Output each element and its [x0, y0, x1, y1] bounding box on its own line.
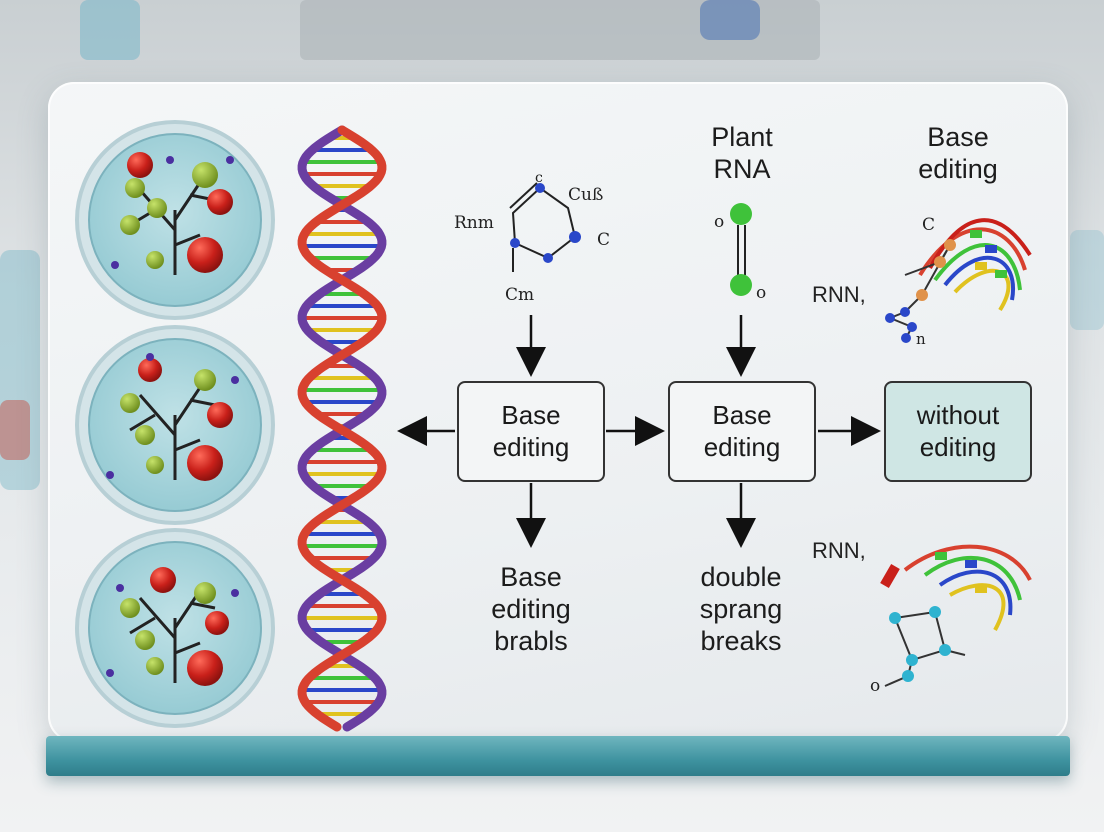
label-base-editing-brabls: Base editing brabls	[491, 562, 571, 656]
heading-base-editing: Base editing	[918, 122, 998, 184]
box-base-editing-2: Base editing	[668, 381, 816, 482]
molecule-plant-rna	[730, 203, 752, 296]
label-right-o: o	[870, 676, 881, 696]
dna-strand-red	[297, 125, 387, 732]
heading-plant-rna: Plant RNA	[711, 122, 773, 184]
dna-helix	[297, 125, 387, 732]
label-c-top: c	[535, 170, 543, 186]
label-right-c: C	[922, 215, 936, 235]
label-rnm: Rnm	[454, 213, 494, 233]
box-without-editing: without editing	[884, 381, 1032, 482]
label-plant-o-right: o	[756, 283, 767, 303]
molecule-right-top	[885, 218, 1032, 343]
label-right-rnn-top: RNN,	[812, 282, 866, 307]
cell-middle	[75, 325, 275, 525]
label-cu: Cuß	[568, 185, 604, 205]
molecule-right-bottom	[880, 544, 1032, 687]
label-right-n: n	[916, 330, 926, 348]
board-stand	[46, 736, 1070, 776]
box-base-editing-1: Base editing	[457, 381, 605, 482]
arrows	[397, 315, 881, 548]
label-right-rnn-bottom: RNN,	[812, 538, 866, 563]
cell-bottom	[75, 528, 275, 728]
label-cm: Cm	[505, 285, 535, 305]
label-c-right: C	[597, 230, 611, 250]
cell-top	[75, 120, 275, 320]
molecule-left	[509, 182, 581, 272]
label-plant-o-left: o	[714, 212, 725, 232]
label-double-strand-breaks: double sprang breaks	[699, 562, 783, 656]
